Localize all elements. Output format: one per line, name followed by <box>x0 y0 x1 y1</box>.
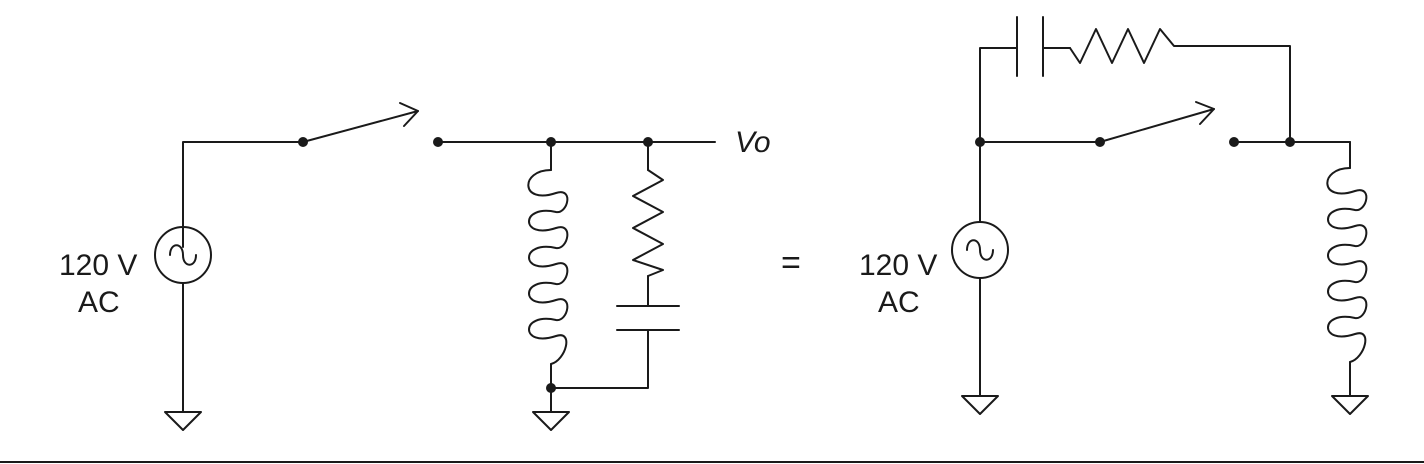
left-source-top-wire <box>182 141 304 248</box>
left-ground-icon <box>164 411 202 431</box>
right-source-type-label: AC <box>878 286 920 319</box>
right-ground-icon <box>961 395 999 415</box>
left-resistor-icon <box>632 169 664 277</box>
right-ac-source-icon <box>951 221 1009 279</box>
right-circuit: 120 V AC <box>859 16 1369 415</box>
right-resistor-icon <box>1069 28 1181 64</box>
left-capacitor-icon <box>616 305 680 331</box>
right-source-voltage-label: 120 V <box>859 249 937 282</box>
right-switch-blade <box>1099 108 1215 143</box>
left-ground-icon-2 <box>532 411 570 431</box>
left-source-voltage-label: 120 V <box>59 249 137 282</box>
right-node-right <box>1285 137 1295 147</box>
right-switch-arrow-icon <box>1195 101 1215 125</box>
left-source-type-label: AC <box>78 286 120 319</box>
left-switch-arrow-icon <box>399 102 419 127</box>
left-switch-blade <box>302 110 419 143</box>
left-circuit: Vo 120 V AC <box>59 102 771 431</box>
right-top-left-wire <box>979 47 1018 143</box>
output-label: Vo <box>735 126 771 159</box>
right-ground-icon-2 <box>1331 395 1369 415</box>
left-capacitor-return-wire <box>550 329 649 389</box>
left-inductor-icon <box>527 169 569 365</box>
equals-sign: = <box>781 244 801 282</box>
right-top-right-wire <box>1179 45 1291 143</box>
right-capacitor-icon <box>1016 16 1044 77</box>
right-inductor-icon <box>1326 167 1368 363</box>
